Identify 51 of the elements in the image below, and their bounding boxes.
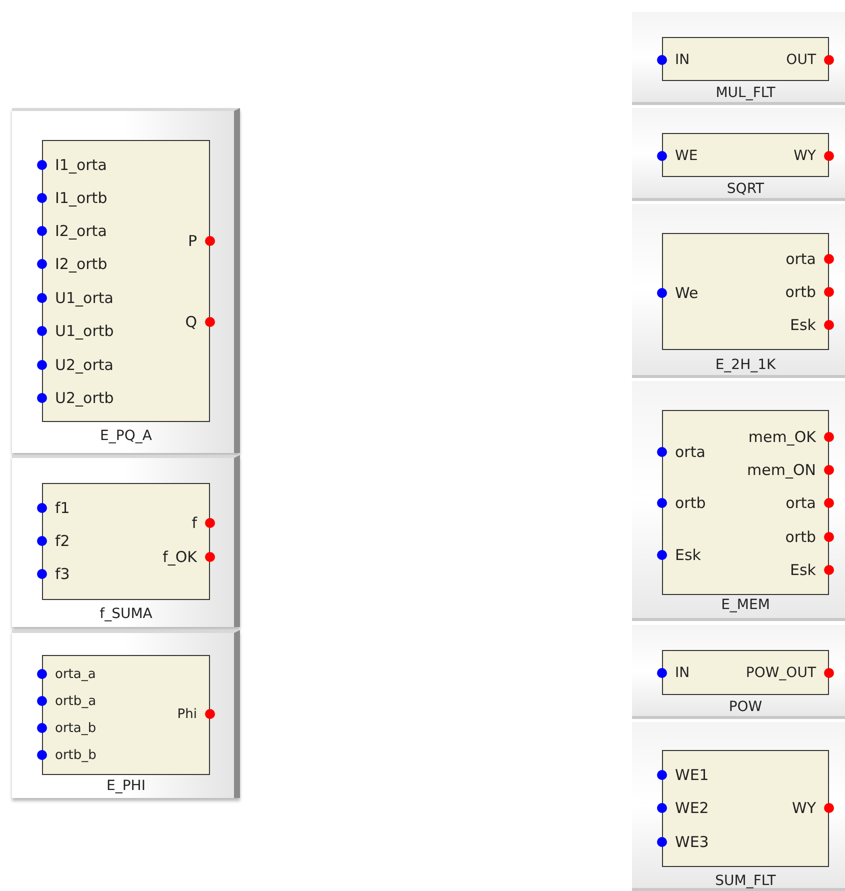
port-label: orta [675,444,706,460]
port-label: OUT [786,53,816,67]
port-label: Phi [177,708,197,720]
port-label: orta [786,252,816,266]
port-label: I2_orta [55,224,107,238]
port-label: Esk [790,318,816,332]
block-name: MUL_FLT [714,86,776,100]
port-label: I2_ortb [55,256,108,272]
port-label: orta [786,496,816,510]
port-label: We [675,286,698,300]
port-label: WY [792,800,816,816]
port-label: ortb_b [55,748,96,762]
port-label: U2_orta [55,358,114,372]
block-name: E_2H_1K [714,358,777,372]
port-label: Esk [790,562,816,578]
block-name: POW [728,700,764,714]
block-name: E_PQ_A [99,429,153,443]
port-label: f3 [55,566,70,582]
port-label: WE3 [675,834,709,850]
block-name: SQRT [726,182,766,196]
block-name: E_MEM [720,598,771,612]
port-label: f2 [55,534,70,548]
port-label: U1_ortb [55,324,114,338]
port-label: IN [675,666,690,680]
port-label: IN [675,53,690,67]
port-label: mem_OK [748,430,816,444]
port-label: WE [675,149,698,163]
port-label: ortb [785,530,816,544]
port-label: U1_orta [55,290,114,306]
port-label: P [188,234,197,248]
port-label: WE1 [675,768,709,782]
port-label: ortb [785,284,816,300]
port-label: WE2 [675,800,709,816]
port-label: mem_ON [747,462,816,478]
block-name: E_PHI [106,779,146,793]
port-label: I1_orta [55,158,107,172]
port-label: WY [794,149,816,163]
port-label: f_OK [162,550,197,564]
port-label: f1 [55,500,70,516]
port-label: f [192,516,197,530]
port-label: U2_ortb [55,390,114,406]
port-label: POW_OUT [746,666,816,680]
port-label: ortb_a [55,694,96,708]
port-label: orta_b [55,722,96,734]
port-label: Esk [675,548,701,562]
port-label: ortb [675,496,706,510]
block-name: f_SUMA [98,607,154,621]
block-name: SUM_FLT [714,874,777,888]
port-label: I1_ortb [55,190,108,206]
port-label: Q [185,314,197,330]
port-label: orta_a [55,668,96,680]
